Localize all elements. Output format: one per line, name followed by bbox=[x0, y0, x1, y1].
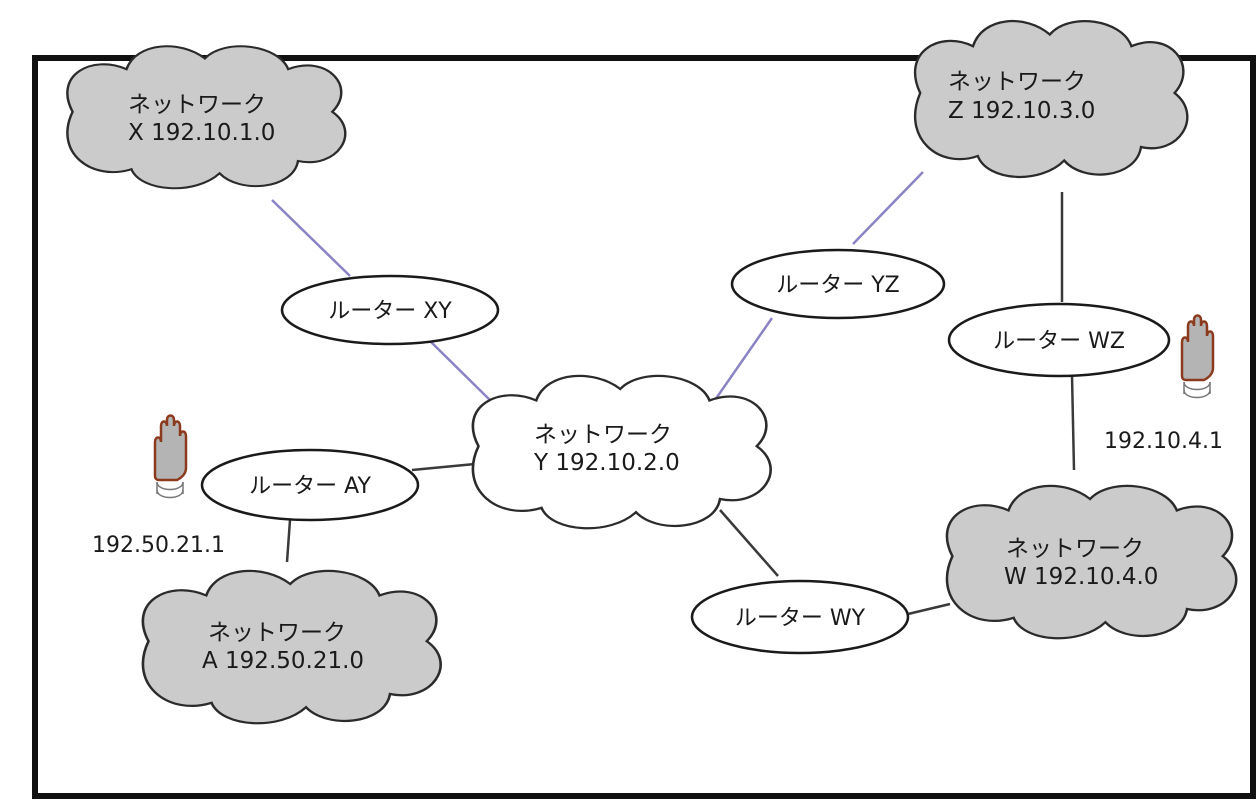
network-w-cloud: ネットワーク W 192.10.4.0 bbox=[945, 484, 1238, 640]
network-z-cloud: ネットワーク Z 192.10.3.0 bbox=[913, 19, 1189, 179]
network-w-name: ネットワーク bbox=[1006, 536, 1144, 562]
host-left-ip: 192.50.21.1 bbox=[92, 533, 225, 558]
network-x-address: X 192.10.1.0 bbox=[128, 120, 275, 146]
link-router-yz-to-y bbox=[713, 317, 774, 401]
link-router-xy-to-y bbox=[429, 340, 496, 406]
router-wz: ルーター WZ bbox=[947, 302, 1171, 378]
network-a-cloud: ネットワーク A 192.50.21.0 bbox=[141, 569, 442, 725]
link-z-to-router-yz bbox=[852, 171, 924, 245]
router-ay-label: ルーター AY bbox=[249, 474, 371, 499]
network-w-address: W 192.10.4.0 bbox=[1004, 564, 1158, 590]
network-z-name: ネットワーク bbox=[948, 69, 1086, 95]
link-router-ay-to-y bbox=[411, 462, 476, 472]
network-y-name: ネットワーク bbox=[534, 422, 672, 448]
router-xy: ルーター XY bbox=[280, 274, 500, 346]
links bbox=[271, 171, 1076, 616]
router-yz-label: ルーター YZ bbox=[776, 273, 900, 298]
hand-icon bbox=[153, 414, 188, 499]
host-left: 192.50.21.1 bbox=[92, 414, 225, 558]
host-right: 192.10.4.1 bbox=[1104, 314, 1223, 454]
router-xy-label: ルーター XY bbox=[328, 299, 452, 324]
hand-icon bbox=[1180, 314, 1215, 399]
router-ay: ルーター AY bbox=[200, 448, 420, 522]
router-wz-label: ルーター WZ bbox=[993, 329, 1125, 354]
link-y-to-router-wy bbox=[719, 509, 779, 577]
network-y-address: Y 192.10.2.0 bbox=[533, 450, 680, 476]
network-z-address: Z 192.10.3.0 bbox=[948, 98, 1095, 124]
network-a-address: A 192.50.21.0 bbox=[202, 648, 364, 674]
network-x-name: ネットワーク bbox=[128, 92, 266, 118]
router-yz: ルーター YZ bbox=[730, 248, 946, 320]
router-wy: ルーター WY bbox=[690, 579, 910, 655]
diagram-frame bbox=[32, 55, 1256, 799]
link-x-to-router-xy bbox=[271, 199, 351, 277]
host-right-ip: 192.10.4.1 bbox=[1104, 429, 1223, 454]
link-router-wy-to-w bbox=[907, 602, 951, 616]
network-a-name: ネットワーク bbox=[208, 620, 346, 646]
router-wy-label: ルーター WY bbox=[735, 606, 866, 631]
link-router-wz-to-w bbox=[1070, 374, 1076, 471]
network-y-cloud: ネットワーク Y 192.10.2.0 bbox=[471, 374, 772, 530]
link-router-ay-to-a bbox=[285, 519, 292, 563]
network-x-cloud: ネットワーク X 192.10.1.0 bbox=[66, 45, 347, 190]
